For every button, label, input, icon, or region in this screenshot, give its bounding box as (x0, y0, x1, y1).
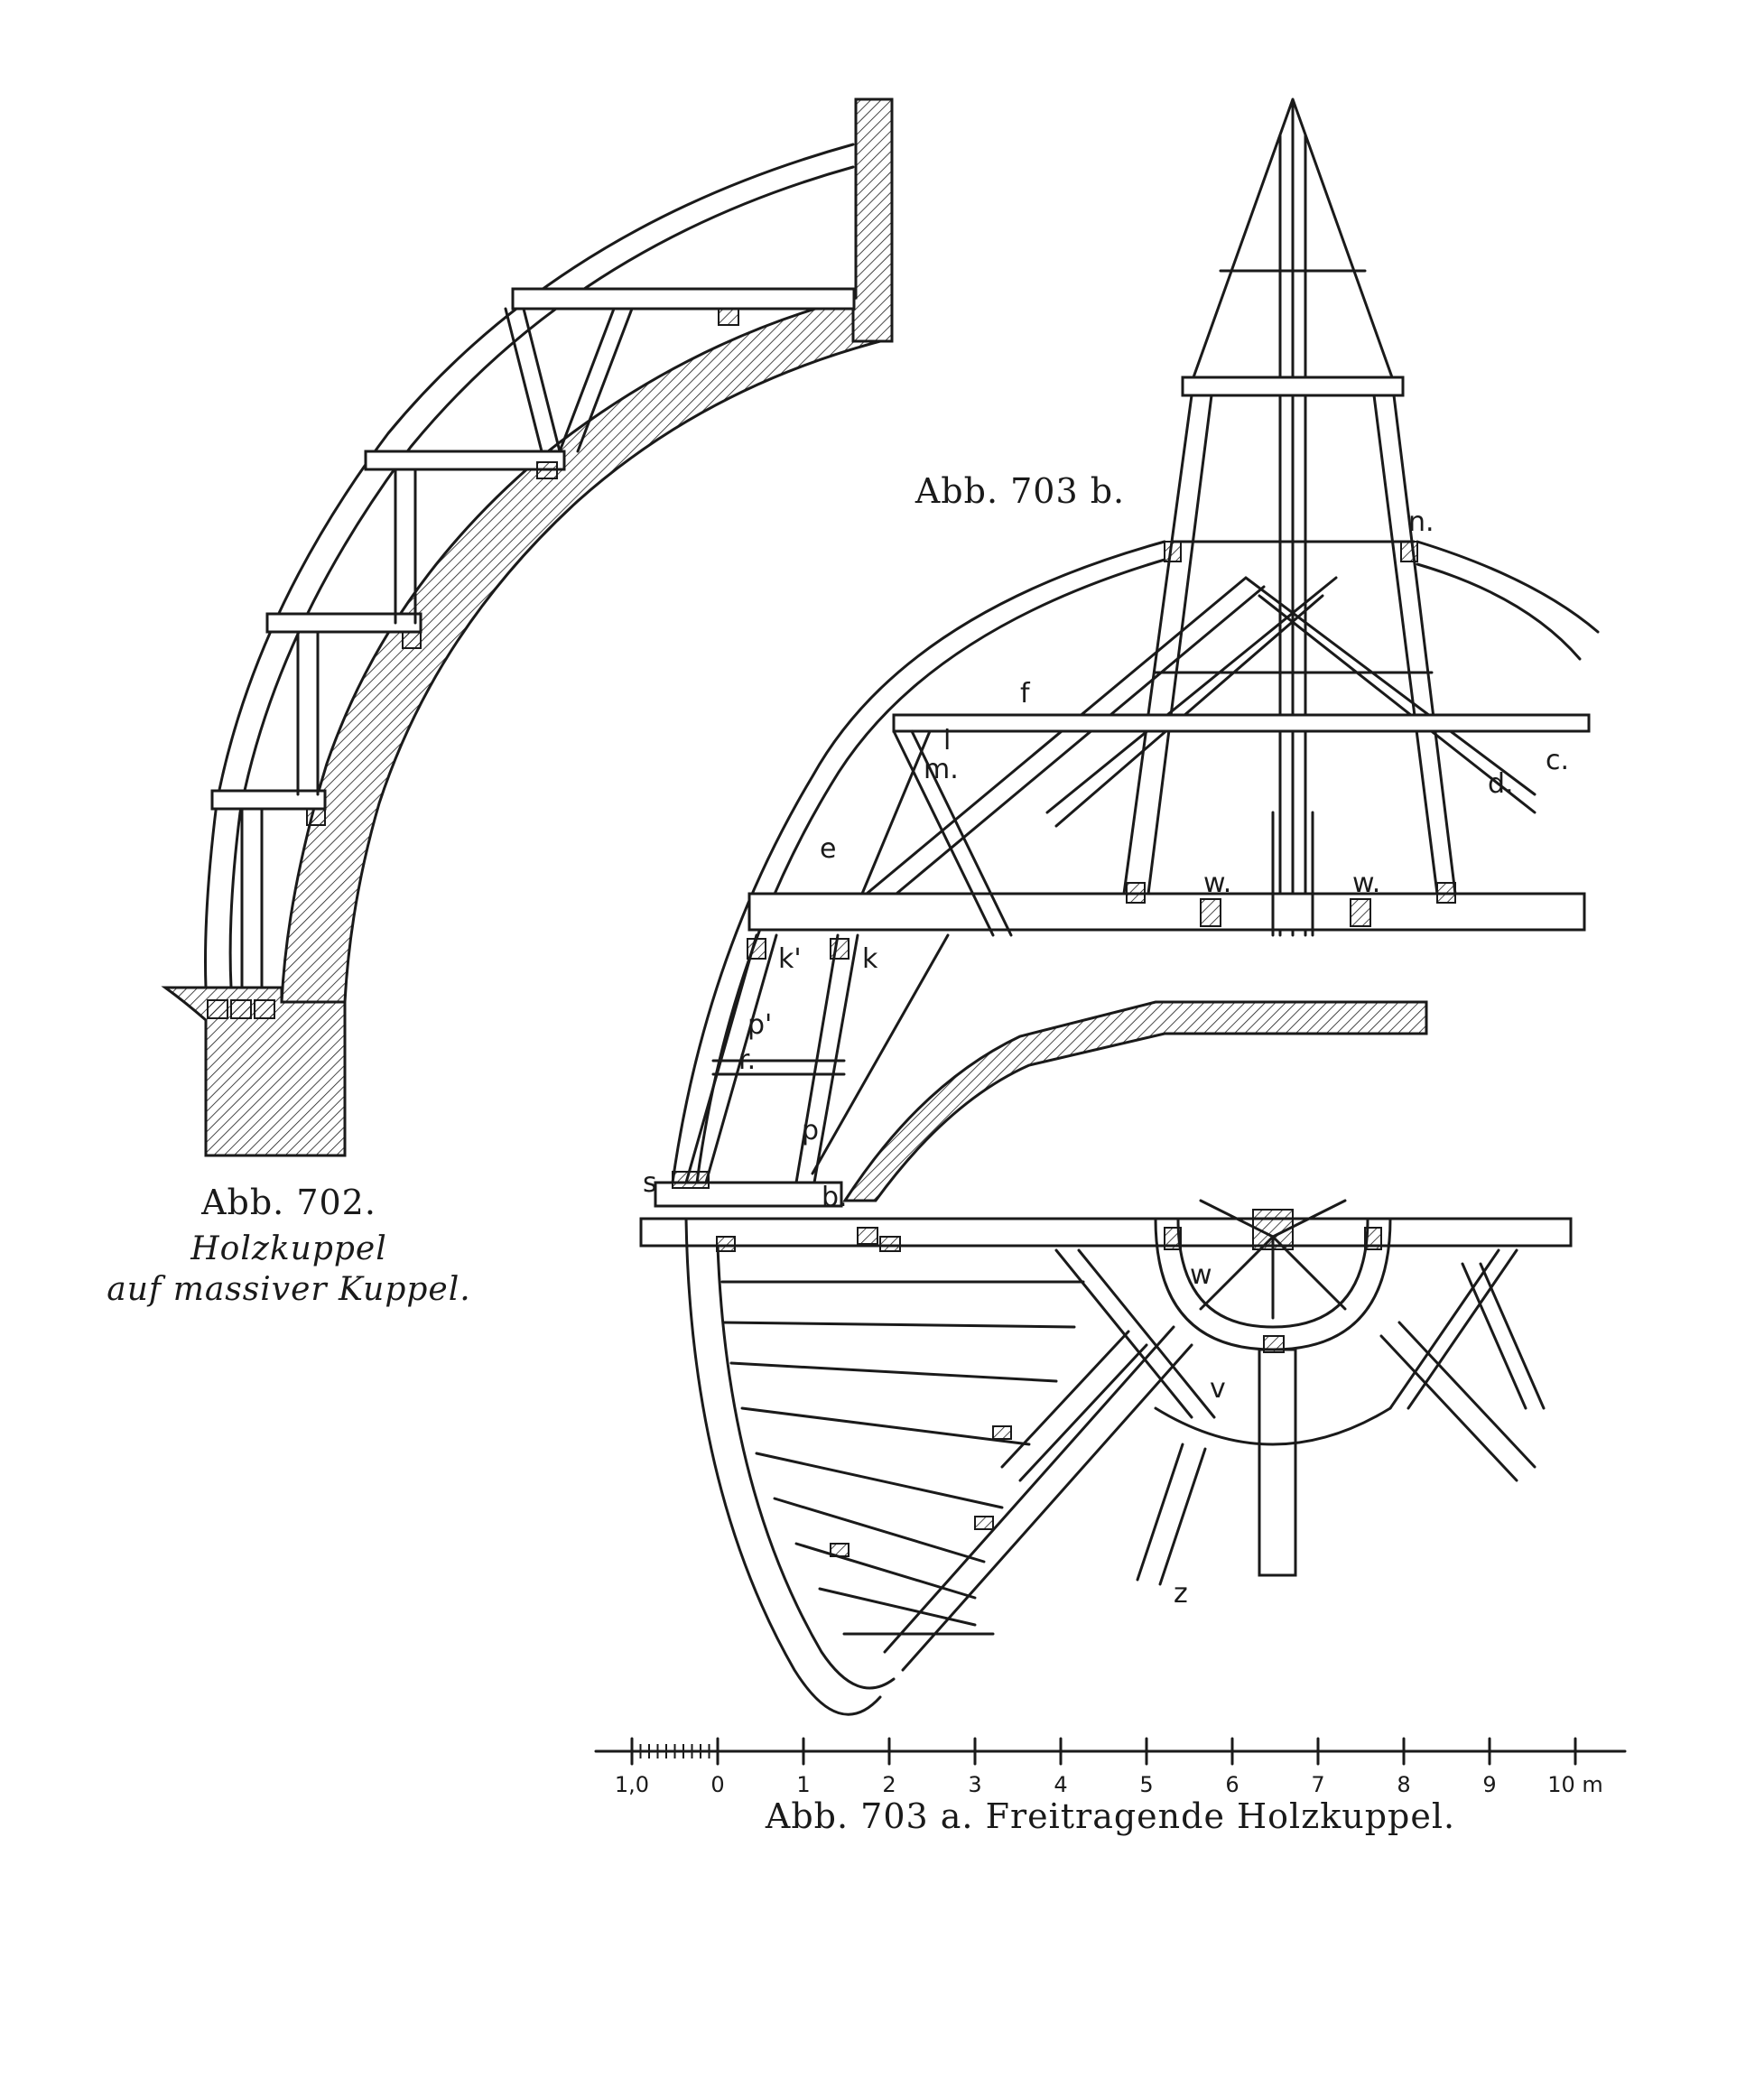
tie-beam-2 (364, 450, 566, 471)
scale-tick-label: 3 (968, 1772, 981, 1797)
plan-block (1364, 1227, 1382, 1250)
fig703a-caption: Abb. 703 a. Freitragende Holzkuppel. (765, 1796, 1455, 1836)
label-n: n. (1408, 506, 1434, 538)
label-c: c. (1546, 745, 1569, 776)
fig703b-number: Abb. 703 b. (914, 471, 1125, 511)
main-tie-beam (747, 892, 1586, 932)
support-pier (161, 986, 347, 1157)
foot-block (254, 999, 275, 1019)
scale-tick-label: 7 (1311, 1772, 1324, 1797)
purlin-block (718, 308, 739, 326)
plan-block (974, 1516, 994, 1530)
plan-diagonals (883, 1248, 1518, 1672)
label-w1: w. (1203, 868, 1231, 899)
plan-block (830, 1543, 850, 1557)
tie-beam-3 (265, 612, 422, 634)
foot-block (207, 999, 228, 1019)
scale-tick-label: 0 (710, 1772, 724, 1797)
collar-beam-f (892, 713, 1591, 733)
hanger-rods (1271, 811, 1314, 937)
figure-703a-plan (639, 1199, 1573, 1716)
plan-block (1164, 1227, 1182, 1250)
label-p: p (802, 1115, 819, 1146)
section-block (1350, 898, 1371, 927)
plan-leg-center (1258, 1348, 1297, 1577)
scale-tick-label: 1,0 (615, 1772, 649, 1797)
dome-outer-curve (671, 540, 1166, 1184)
label-p-prime: p' (747, 1009, 772, 1041)
scale-tick-label: 2 (882, 1772, 896, 1797)
scale-tick-label: 10 m (1547, 1772, 1603, 1797)
plan-block (716, 1236, 736, 1252)
lantern-cornice (1181, 376, 1405, 397)
plan-radial-joists (720, 1280, 1085, 1636)
lower-struts (684, 933, 950, 1184)
plan-block (992, 1425, 1012, 1440)
plan-king-post (1252, 1209, 1294, 1250)
fig702-subtitle: auf massiver Kuppel. (107, 1271, 470, 1308)
outer-timber-rib (204, 143, 855, 989)
label-f: f (1020, 678, 1031, 710)
fig702-title: Holzkuppel (190, 1230, 386, 1267)
inclined-rafters (865, 576, 1537, 909)
plan-legs (1000, 1262, 1546, 1586)
truss-struts (240, 307, 634, 989)
figure-703b-drawing (654, 97, 1600, 1208)
section-block (747, 938, 766, 960)
label-w-plan: w (1190, 1259, 1212, 1291)
label-k: k (862, 943, 878, 975)
dome-right-rib (1416, 540, 1600, 661)
fig702-number: Abb. 702. (200, 1183, 376, 1222)
scale-tick-label: 1 (796, 1772, 810, 1797)
section-block (1200, 898, 1221, 927)
scale-tick-label: 5 (1139, 1772, 1153, 1797)
purlin-block (306, 808, 326, 826)
label-m: m. (924, 754, 959, 785)
label-e: e (820, 833, 836, 865)
plan-block (857, 1227, 878, 1245)
outer-timber-rib-inner (228, 165, 855, 989)
scale-tick-label: 8 (1397, 1772, 1410, 1797)
plan-outer-ring-inner (716, 1244, 896, 1690)
scale-tick-label: 6 (1225, 1772, 1239, 1797)
masonry-wall-right (851, 97, 894, 343)
section-block (1126, 882, 1146, 904)
scale-tick-label: 4 (1054, 1772, 1067, 1797)
section-block (672, 1171, 710, 1189)
foot-block (230, 999, 252, 1019)
lantern-spire (1192, 97, 1394, 937)
tie-beam-1 (511, 287, 856, 311)
masonry-ring (842, 1000, 1428, 1202)
label-d: d. (1488, 768, 1514, 800)
label-r: r. (738, 1044, 756, 1076)
label-b: b. (822, 1182, 848, 1213)
plan-top-beam (639, 1217, 1573, 1248)
plan-block (1263, 1335, 1285, 1353)
purlin-block (402, 631, 422, 649)
dome-outer-curve-2 (695, 558, 1166, 1184)
purlin-block (536, 461, 558, 479)
lantern-legs (1122, 394, 1457, 895)
section-block (1400, 541, 1418, 562)
figure-702-drawing (161, 97, 894, 1157)
label-s: s (643, 1167, 657, 1199)
label-v: v (1210, 1373, 1226, 1405)
label-l: l (943, 725, 951, 756)
section-block (1436, 882, 1456, 904)
label-k-prime: k' (778, 943, 802, 975)
scale-tick-label: 9 (1482, 1772, 1496, 1797)
tie-beam-4 (210, 789, 327, 811)
diagonal-brace-m (860, 729, 1013, 937)
plan-outer-ring (684, 1217, 882, 1716)
section-block (1164, 541, 1182, 562)
label-z: z (1174, 1578, 1188, 1610)
section-block (830, 938, 850, 960)
label-w2: w. (1352, 868, 1380, 899)
scale-bar: 1,0 0 1 2 3 4 5 6 7 8 9 10 m (594, 1737, 1627, 1797)
plan-block (879, 1236, 901, 1252)
plan-center-star (1199, 1199, 1347, 1320)
